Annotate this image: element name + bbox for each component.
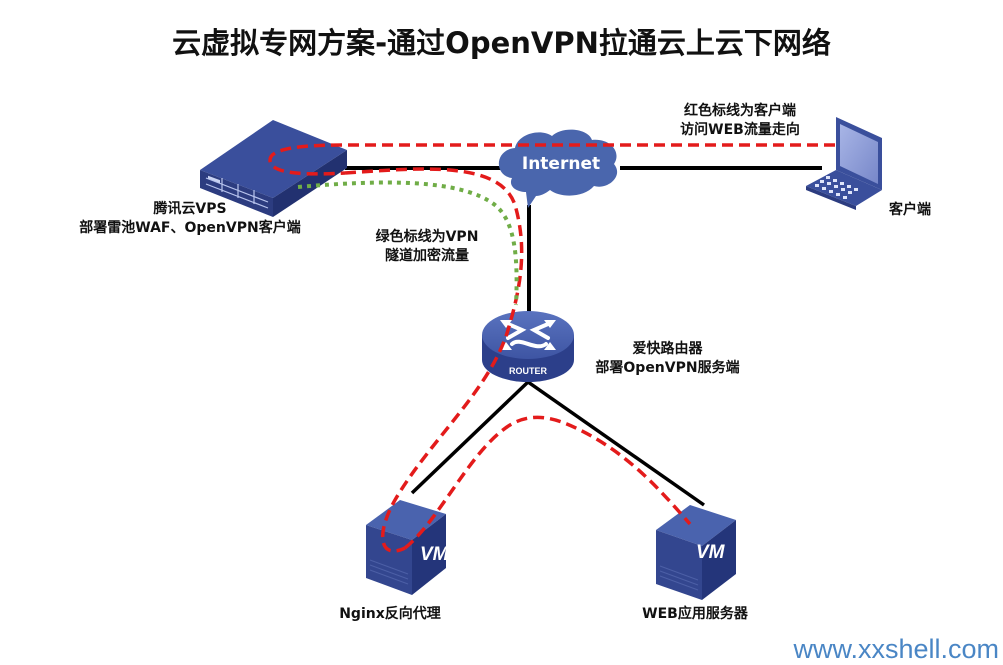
router-label-line2: 部署OpenVPN服务端: [595, 360, 740, 376]
link-router-nginx: [410, 380, 530, 495]
router-label-line1: 爱快路由器: [632, 341, 703, 357]
web-vm-badge: VM: [696, 542, 726, 563]
red-web-traffic-path: [268, 143, 835, 553]
page-title: 云虚拟专网方案-通过OpenVPN拉通云上云下网络: [172, 26, 831, 60]
red-legend-line1: 红色标线为客户端: [684, 103, 796, 119]
internet-label: Internet: [522, 154, 600, 174]
red-path-client-to-vps: [268, 143, 835, 176]
web-label: WEB应用服务器: [642, 606, 748, 622]
green-legend-line1: 绿色标线为VPN: [375, 229, 479, 245]
link-router-web: [526, 380, 706, 507]
client-laptop-icon: [806, 117, 882, 210]
green-legend-line2: 隧道加密流量: [385, 248, 469, 264]
router-icon: ROUTER: [482, 311, 574, 382]
nginx-label: Nginx反向代理: [339, 606, 441, 622]
red-path-vps-to-nginx: [344, 167, 524, 553]
router-badge: ROUTER: [509, 366, 548, 376]
internet-cloud-icon: Internet: [498, 129, 618, 208]
nginx-vm-badge: VM: [420, 544, 450, 565]
watermark: www.xxshell.com: [793, 634, 999, 664]
router-label: 爱快路由器 部署OpenVPN服务端: [585, 340, 750, 378]
vps-label: 腾讯云VPS 部署雷池WAF、OpenVPN客户端: [60, 200, 320, 238]
red-path-nginx-to-web: [403, 415, 692, 550]
client-label: 客户端: [889, 202, 931, 218]
vps-label-line1: 腾讯云VPS: [153, 201, 227, 217]
physical-links: [345, 166, 822, 507]
green-legend-label: 绿色标线为VPN 隧道加密流量: [362, 228, 492, 266]
vps-label-line2: 部署雷池WAF、OpenVPN客户端: [79, 220, 301, 236]
green-vpn-tunnel-path: [297, 180, 519, 306]
red-legend-label: 红色标线为客户端 访问WEB流量走向: [670, 102, 810, 140]
red-legend-line2: 访问WEB流量走向: [680, 122, 800, 138]
vps-server-appliance-icon: [200, 120, 347, 217]
web-vm-server-icon: VM: [656, 505, 736, 600]
